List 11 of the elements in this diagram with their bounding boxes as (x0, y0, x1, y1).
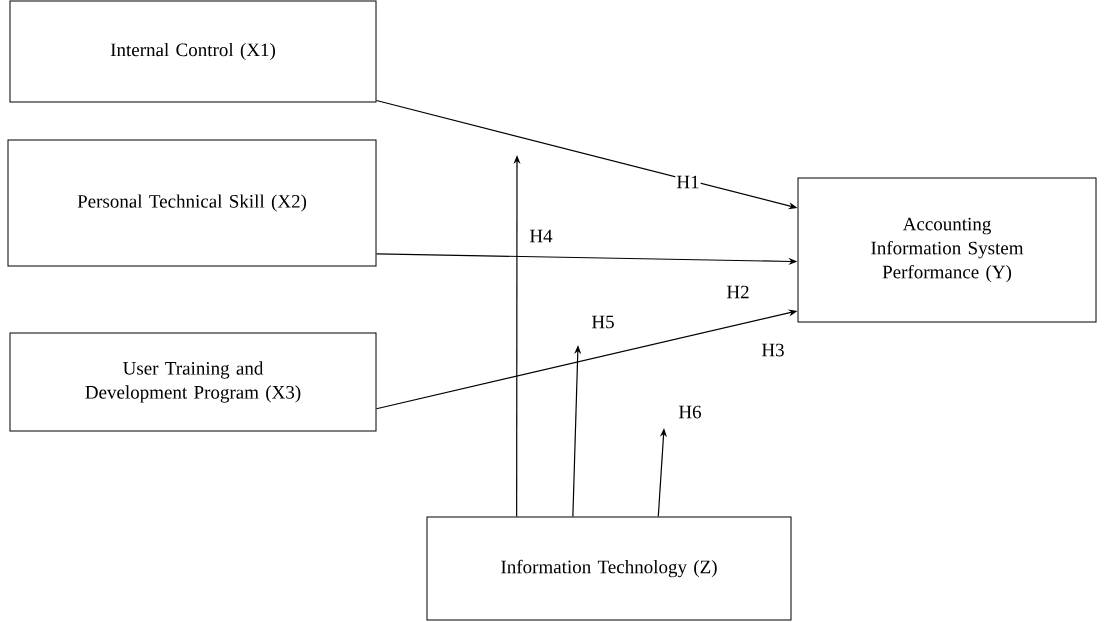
edge-label: H5 (590, 314, 616, 330)
variable-box: User Training and Development Program (X3) (9, 332, 377, 432)
variable-box: Accounting Information System Performance (Y) (797, 177, 1097, 323)
edge-label: H1 (675, 174, 701, 190)
variable-box: Information Technology (Z) (426, 516, 792, 621)
variable-box: Internal Control (X1) (9, 0, 377, 103)
edge-label: H2 (725, 284, 751, 300)
edge-label: H6 (677, 404, 703, 420)
variable-box: Personal Technical Skill (X2) (7, 139, 377, 267)
edge-label: H4 (528, 228, 554, 244)
edge-label: H3 (760, 342, 786, 358)
